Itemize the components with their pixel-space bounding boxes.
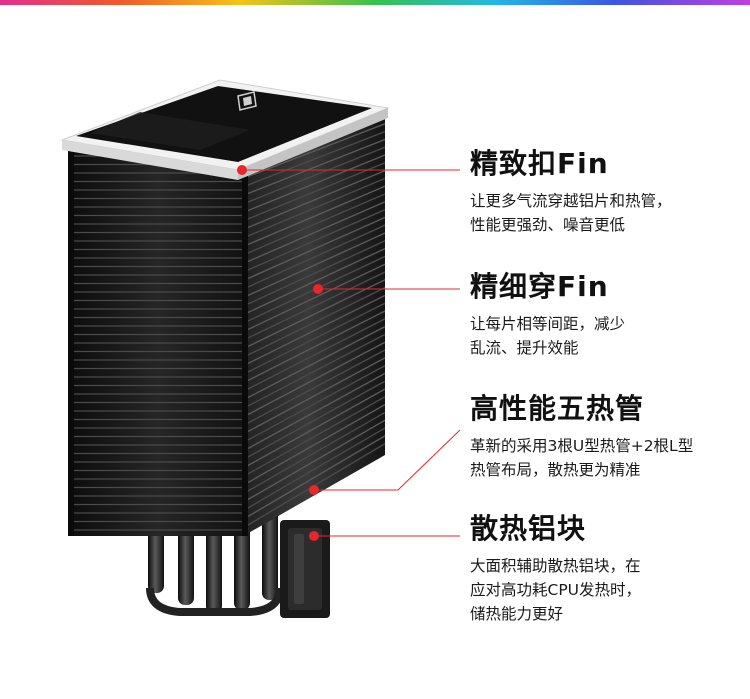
feature-line: 乱流、提升效能 <box>470 339 579 357</box>
feature-fin-lock: 精致扣Fin 让更多气流穿越铝片和热管， 性能更强劲、噪音更低 <box>470 147 672 237</box>
feature-title: 散热铝块 <box>470 512 587 545</box>
fin-side-edge <box>247 193 386 254</box>
feature-heatpipes: 高性能五热管 革新的采用3根U型热管+2根L型 热管布局，散热更为精准 <box>470 392 693 482</box>
fin-side-edge <box>247 177 386 237</box>
feature-line: 性能更强劲、噪音更低 <box>470 216 626 234</box>
fin-side-edge <box>247 318 386 390</box>
fin-side-edge <box>247 263 386 331</box>
feature-title: 高性能五热管 <box>470 392 645 425</box>
rainbow-top-bar <box>0 0 750 5</box>
top-cover <box>60 79 390 180</box>
feature-title: 精细穿Fin <box>470 270 609 303</box>
callout-dot-fin-lock <box>237 165 247 175</box>
fin-side-edge <box>247 302 386 373</box>
fin-side-edge <box>247 208 386 271</box>
fin-side-edge <box>247 294 386 365</box>
fin-side-edge <box>247 271 386 339</box>
side-fin-lines <box>247 115 386 526</box>
callout-dot-block <box>309 531 319 541</box>
fin-side-edge <box>247 154 386 212</box>
aluminum-block <box>280 520 330 618</box>
fin-side-edge <box>247 138 386 195</box>
fin-side-edge <box>247 279 386 348</box>
feature-line: 热管布局，散热更为精准 <box>470 461 641 479</box>
feature-description: 大面积辅助散热铝块，在 应对高功耗CPU发热时， 储热能力更好 <box>470 554 641 626</box>
fin-side-edge <box>247 364 386 441</box>
fin-side-edge <box>247 349 386 424</box>
feature-fin-spacing: 精细穿Fin 让每片相等间距，减少 乱流、提升效能 <box>470 270 625 360</box>
fin-side-edge <box>247 341 386 416</box>
feature-line: 大面积辅助散热铝块，在 <box>470 557 641 575</box>
fin-side-edge <box>247 310 386 382</box>
feature-line: 让更多气流穿越铝片和热管， <box>470 192 672 210</box>
fin-side-edge <box>247 240 386 305</box>
fin-side-edge <box>247 435 386 518</box>
callout-lines <box>237 165 461 541</box>
feature-aluminum-block: 散热铝块 大面积辅助散热铝块，在 应对高功耗CPU发热时， 储热能力更好 <box>470 512 641 626</box>
fin-side-edge <box>247 169 386 229</box>
feature-line: 革新的采用3根U型热管+2根L型 <box>470 437 694 455</box>
fin-side-edge <box>247 123 386 178</box>
fin-side-edge <box>247 216 386 280</box>
fin-side-edge <box>247 201 386 263</box>
fin-side-edge <box>247 403 386 484</box>
feature-description: 革新的采用3根U型热管+2根L型 热管布局，散热更为精准 <box>470 434 693 482</box>
feature-line: 储热能力更好 <box>470 605 564 623</box>
feature-description: 让每片相等间距，减少 乱流、提升效能 <box>470 312 625 360</box>
fin-side-edge <box>247 388 386 467</box>
feature-description: 让更多气流穿越铝片和热管， 性能更强劲、噪音更低 <box>470 189 672 237</box>
fin-side-edge <box>247 372 386 450</box>
fin-side-edge <box>247 357 386 433</box>
fin-side-edge <box>247 380 386 458</box>
callout-dot-fin-spacing <box>313 284 323 294</box>
fin-side-edge <box>247 442 386 526</box>
fin-side-edge <box>247 232 386 297</box>
fin-side-edge <box>247 247 386 314</box>
fin-side-edge <box>247 224 386 288</box>
fin-stack-front <box>68 148 248 536</box>
fin-side-edge <box>247 185 386 246</box>
fin-side-edge <box>247 325 386 399</box>
fin-side-edge <box>247 146 386 203</box>
feature-line: 让每片相等间距，减少 <box>470 315 626 333</box>
fin-side-edge <box>247 396 386 475</box>
fin-side-edge <box>247 427 386 509</box>
feature-line: 应对高功耗CPU发热时， <box>470 581 642 599</box>
brand-logo-icon <box>237 91 257 111</box>
fin-stack-side <box>245 110 386 535</box>
fin-side-edge <box>247 333 386 407</box>
fin-side-edge <box>247 411 386 492</box>
fin-side-edge <box>247 419 386 501</box>
fin-side-edge <box>247 162 386 220</box>
callout-dot-heatpipe <box>309 485 319 495</box>
front-fin-lines <box>68 155 248 531</box>
feature-title: 精致扣Fin <box>470 147 609 180</box>
fin-side-edge <box>247 130 386 186</box>
fin-side-edge <box>247 286 386 356</box>
